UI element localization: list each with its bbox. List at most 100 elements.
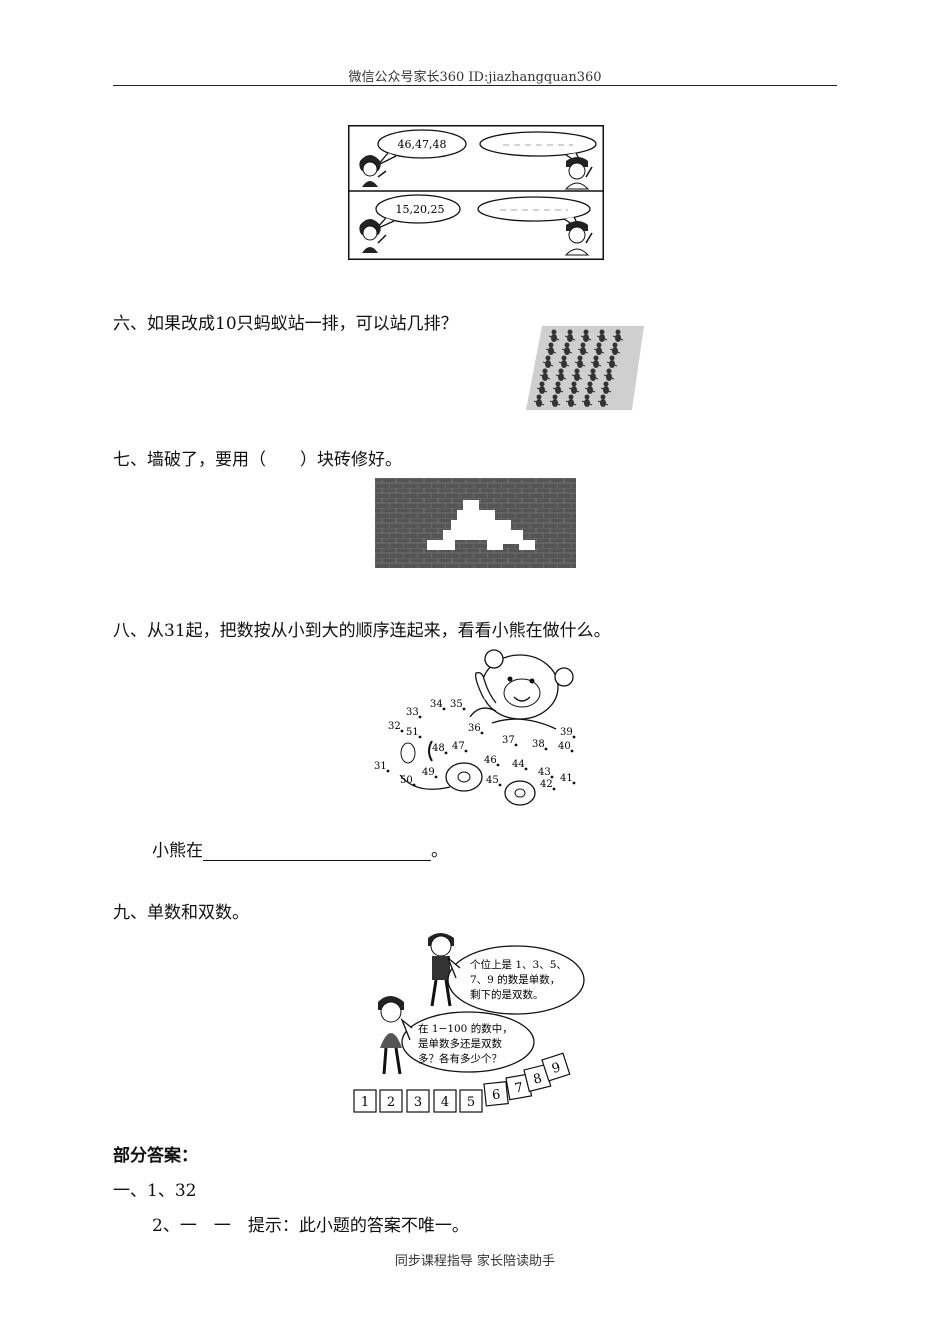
ant-icon <box>612 329 624 342</box>
dot-marker[interactable] <box>442 707 446 711</box>
ants-illustration <box>526 326 644 410</box>
dot-label: 46 <box>484 755 497 766</box>
answer-line-2: 2、一 一 提示：此小题的答案不唯一。 <box>152 1216 469 1236</box>
answers-title: 部分答案： <box>113 1146 198 1166</box>
ant-icon <box>549 394 561 407</box>
boy-bubble-line: 剩下的是双数。 <box>470 988 544 1001</box>
dot-label: 51 <box>406 727 419 738</box>
ant-icon <box>558 355 570 368</box>
girl-figure-1 <box>359 155 387 187</box>
number-card: 2 <box>379 1089 403 1113</box>
dot-marker[interactable] <box>550 775 554 779</box>
dot-label: 36 <box>468 723 481 734</box>
dot-label: 41 <box>560 773 573 784</box>
answer-suffix: 。 <box>431 841 448 861</box>
dot-marker[interactable] <box>524 767 528 771</box>
number-card-label: 3 <box>414 1095 422 1110</box>
comic-row2-numbers: 15,20,25 <box>396 203 445 216</box>
comic-row-1: 46,47,48 <box>359 129 597 190</box>
dot-marker[interactable] <box>386 769 390 773</box>
number-card: 3 <box>406 1089 430 1113</box>
number-card-label: 1 <box>361 1095 369 1110</box>
boy-figure <box>428 933 454 1007</box>
ant-icon <box>545 342 557 355</box>
answer-line-1: 一、1、32 <box>113 1181 197 1201</box>
page-header: 微信公众号家长360 ID:jiazhangquan360 <box>348 70 602 85</box>
ant-icon <box>542 355 554 368</box>
dot-marker[interactable] <box>434 775 438 779</box>
dot-label: 49 <box>422 767 435 778</box>
ant-icon <box>596 329 608 342</box>
girl-bubble-line: 多？各有多少个？ <box>418 1052 502 1065</box>
ant-icon <box>548 329 560 342</box>
number-card: 1 <box>353 1089 377 1113</box>
ant-icon <box>561 342 573 355</box>
comic-illustration: 46,47,48 15,20,25 <box>348 125 604 260</box>
girl-figure-2 <box>359 219 387 253</box>
ant-icon <box>577 342 589 355</box>
dot-marker[interactable] <box>464 749 468 753</box>
dot-label: 33 <box>406 707 419 718</box>
dot-marker[interactable] <box>552 787 556 791</box>
ant-icon <box>581 394 593 407</box>
question-6: 六、如果改成10只蚂蚁站一排，可以站几排？ <box>113 314 458 334</box>
girl-bubble-line: 是单数多还是双数 <box>418 1037 502 1050</box>
ant-icon <box>600 381 612 394</box>
ant-icon <box>565 394 577 407</box>
number-card-label: 4 <box>441 1095 449 1110</box>
dot-marker[interactable] <box>544 747 548 751</box>
question-8: 八、从31起，把数按从小到大的顺序连起来，看看小熊在做什么。 <box>113 621 611 641</box>
dot-label: 48 <box>432 743 445 754</box>
dot-label: 44 <box>512 759 525 770</box>
answer-blank[interactable] <box>203 844 431 861</box>
boy-figure-2 <box>564 221 593 256</box>
ant-icon <box>536 381 548 394</box>
header-rule <box>113 85 837 86</box>
number-card-label: 7 <box>514 1080 525 1096</box>
number-card-label: 8 <box>532 1071 544 1088</box>
ant-icon <box>584 381 596 394</box>
number-card-label: 2 <box>387 1095 395 1110</box>
dot-marker[interactable] <box>572 735 576 739</box>
dot-marker[interactable] <box>418 715 422 719</box>
dot-marker[interactable] <box>498 783 502 787</box>
dot-marker[interactable] <box>480 731 484 735</box>
question-7: 七、墙破了，要用（ ）块砖修好。 <box>113 450 402 470</box>
dot-label: 43 <box>538 767 551 778</box>
dot-marker[interactable] <box>496 763 500 767</box>
dot-marker[interactable] <box>570 749 574 753</box>
dot-label: 37 <box>502 735 515 746</box>
dot-marker[interactable] <box>462 707 466 711</box>
comic-row-2: 15,20,25 <box>359 194 593 256</box>
dot-label: 38 <box>532 739 545 750</box>
dot-label: 50 <box>400 775 413 786</box>
number-card: 4 <box>433 1089 457 1113</box>
dot-marker[interactable] <box>418 735 422 739</box>
answer-prefix: 小熊在 <box>152 841 203 861</box>
dot-label: 39 <box>560 727 573 738</box>
dot-label: 32 <box>388 721 401 732</box>
dot-label: 47 <box>452 741 465 752</box>
dot-marker[interactable] <box>572 781 576 785</box>
ant-icon <box>590 355 602 368</box>
ant-icon <box>580 329 592 342</box>
dot-marker[interactable] <box>444 751 448 755</box>
ant-icon <box>597 394 609 407</box>
ant-icon <box>571 368 583 381</box>
dot-label: 34 <box>430 699 443 710</box>
dot-label: 42 <box>540 779 553 790</box>
dot-label: 40 <box>558 741 571 752</box>
boy-figure-1 <box>564 157 593 190</box>
number-card: 5 <box>459 1089 483 1113</box>
boy-bubble-line: 个位上是 1、3、5、 <box>470 958 567 971</box>
dot-marker[interactable] <box>514 743 518 747</box>
dot-marker[interactable] <box>400 729 404 733</box>
number-card-label: 6 <box>491 1087 501 1103</box>
ant-icon <box>552 381 564 394</box>
dot-marker[interactable] <box>412 783 416 787</box>
number-card-label: 5 <box>467 1095 475 1110</box>
ant-icon <box>606 355 618 368</box>
odd-even-illustration: 个位上是 1、3、5、7、9 的数是单数，剩下的是双数。 在 1−100 的数中… <box>353 933 585 1113</box>
ant-icon <box>587 368 599 381</box>
